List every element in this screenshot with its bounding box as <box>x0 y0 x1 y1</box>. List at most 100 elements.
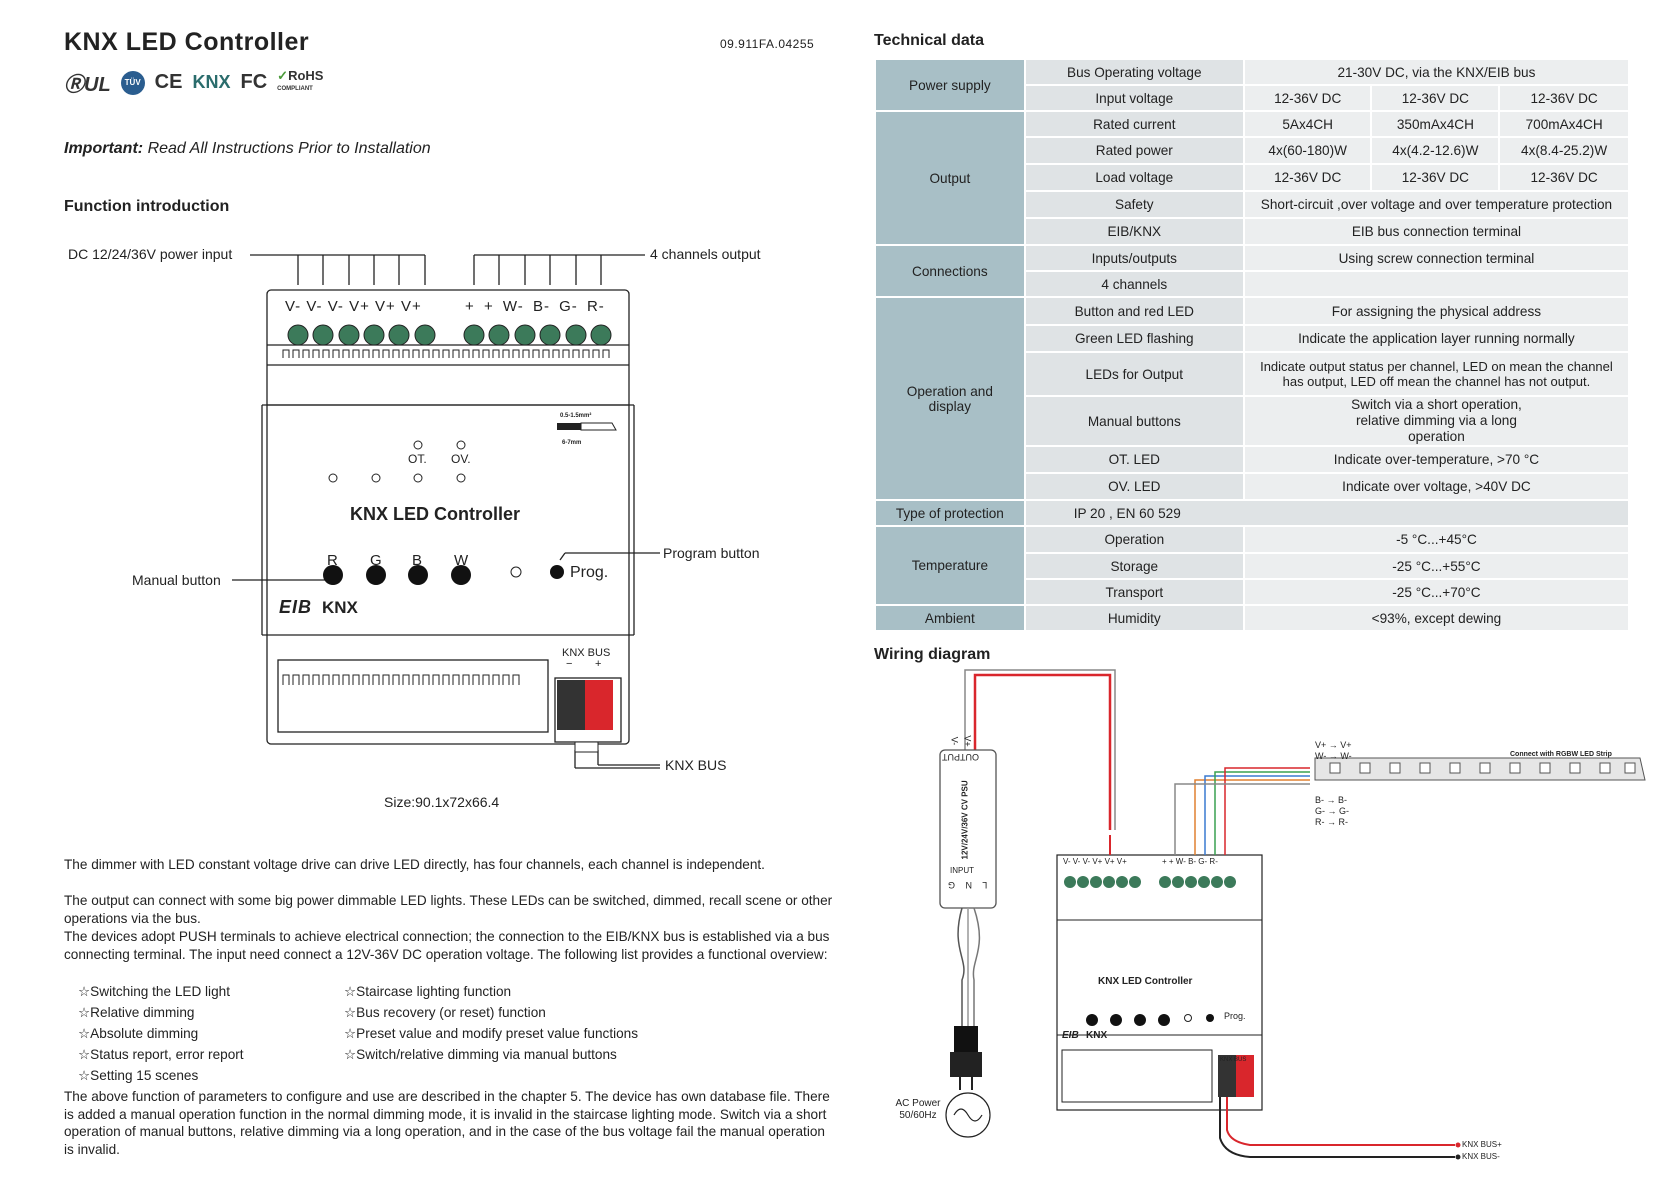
param-cell: Button and red LED <box>1023 296 1245 326</box>
cat-temperature: Temperature <box>874 525 1026 606</box>
device-body <box>266 289 630 745</box>
value-cell: 12-36V DC <box>1370 163 1501 192</box>
prog-label: Prog. <box>570 564 609 581</box>
param-cell: Rated current <box>1023 110 1245 138</box>
tuv-icon: TÜV <box>120 70 145 95</box>
program-button-label: Program button <box>663 545 760 561</box>
psu-name: 12V/24V/36V CV PSU <box>960 780 970 860</box>
wiring-diagram <box>939 669 1646 1160</box>
knx-bus-plus-label: KNX BUS+ <box>1462 1140 1502 1149</box>
mini-terminals-in: V- V- V- V+ V+ V+ <box>1063 857 1127 866</box>
knx-logo-icon: KNX <box>192 72 231 92</box>
intro-paragraph-1: The dimmer with LED constant voltage dri… <box>64 857 765 872</box>
mini-prog-label: Prog. <box>1224 1011 1246 1021</box>
value-cell: For assigning the physical address <box>1242 296 1631 326</box>
psu-vplus-label: V+ <box>962 735 973 747</box>
param-cell: Inputs/outputs <box>1023 244 1245 272</box>
value-cell: Using screw connection terminal <box>1242 244 1631 272</box>
cat-connections: Connections <box>874 244 1026 298</box>
psu-input-label: INPUT <box>950 866 974 875</box>
value-cell: IP 20 , EN 60 529 <box>1023 499 1631 527</box>
button-label-g: G <box>370 552 382 569</box>
value-cell: 4x(8.4-25.2)W <box>1498 136 1630 165</box>
param-cell: Input voltage <box>1023 84 1245 112</box>
psu-lng-label: L N G <box>944 880 988 890</box>
param-cell: Operation <box>1023 525 1245 554</box>
page-title: KNX LED Controller <box>64 28 310 56</box>
closing-paragraph: The above function of parameters to conf… <box>64 1089 830 1157</box>
param-cell: Manual buttons <box>1023 395 1245 447</box>
param-cell: 4 channels <box>1023 270 1245 298</box>
knx-logo: KNX <box>322 598 358 617</box>
value-cell: -25 °C...+55°C <box>1242 552 1631 580</box>
param-cell: EIB/KNX <box>1023 217 1245 246</box>
feature-item: ☆Preset value and modify preset value fu… <box>344 1026 639 1041</box>
device-front-diagram <box>232 254 660 769</box>
value-cell: 5Ax4CH <box>1242 110 1373 138</box>
intro-paragraph-2: The output can connect with some big pow… <box>64 893 833 926</box>
param-cell: Load voltage <box>1023 163 1245 192</box>
value-cell: 4x(4.2-12.6)W <box>1370 136 1501 165</box>
bus-terminal-plus <box>585 680 613 730</box>
value-cell: Indicate over voltage, >40V DC <box>1242 472 1631 501</box>
feature-item: ☆Bus recovery (or reset) function <box>344 1005 546 1020</box>
eib-logo: EIB <box>279 597 313 617</box>
bus-plus-label: + <box>595 658 602 670</box>
value-cell: 21-30V DC, via the KNX/EIB bus <box>1242 58 1631 86</box>
ul-icon: ⓇUL <box>64 74 111 96</box>
feature-item: ☆Absolute dimming <box>78 1026 199 1041</box>
value-cell: -25 °C...+70°C <box>1242 578 1631 606</box>
cat-ambient: Ambient <box>874 604 1026 632</box>
value-cell: EIB bus connection terminal <box>1242 217 1631 246</box>
mini-terminals-out: + + W- B- G- R- <box>1162 857 1218 866</box>
param-cell: Storage <box>1023 552 1245 580</box>
wiring-diagram-heading: Wiring diagram <box>874 646 991 663</box>
mini-device-name: KNX LED Controller <box>1098 976 1193 987</box>
value-cell: -5 °C...+45°C <box>1242 525 1631 554</box>
strip-map-bottom: B- → B-G- → G-R- → R- <box>1315 795 1349 827</box>
strip-spec-label: 6-7mm <box>562 440 582 446</box>
power-input-label: DC 12/24/36V power input <box>68 246 233 262</box>
value-cell: 700mAx4CH <box>1498 110 1630 138</box>
mini-eib-logo: EIB <box>1062 1030 1079 1041</box>
value-cell: 12-36V DC <box>1242 84 1373 112</box>
cat-power-supply: Power supply <box>874 58 1026 112</box>
button-label-b: B <box>412 552 423 569</box>
value-cell: 12-36V DC <box>1498 163 1630 192</box>
fcc-icon: FC <box>240 71 268 93</box>
value-cell: 4x(60-180)W <box>1242 136 1373 165</box>
function-intro-heading: Function introduction <box>64 198 230 215</box>
cat-output: Output <box>874 110 1026 246</box>
value-cell: Indicate over-temperature, >70 °C <box>1242 445 1631 474</box>
size-label: Size:90.1x72x66.4 <box>384 794 500 810</box>
param-cell: Green LED flashing <box>1023 324 1245 353</box>
psu-vminus-label: V- <box>949 736 960 746</box>
manual-button-w <box>451 565 471 585</box>
ot-label: OT. <box>408 452 427 466</box>
value-cell: <93%, except dewing <box>1242 604 1631 632</box>
wire-spec-label: 0.5-1.5mm² <box>560 413 592 419</box>
param-cell: Transport <box>1023 578 1245 606</box>
wire-strip-icon <box>557 423 581 430</box>
technical-data-heading: Technical data <box>874 32 984 49</box>
feature-item: ☆Setting 15 scenes <box>78 1068 199 1083</box>
knx-bus-label: KNX BUS <box>665 757 727 773</box>
feature-item: ☆Switching the LED light <box>78 984 230 999</box>
cat-protection: Type of protection <box>874 499 1026 527</box>
value-cell <box>1242 270 1631 298</box>
bus-label: KNX BUS <box>562 647 611 659</box>
ce-icon: CE <box>154 71 183 93</box>
value-cell: 12-36V DC <box>1242 163 1373 192</box>
value-cell: 350mAx4CH <box>1370 110 1501 138</box>
button-label-r: R <box>327 552 338 569</box>
param-cell: OT. LED <box>1023 445 1245 474</box>
ov-label: OV. <box>451 452 471 466</box>
feature-item: ☆Status report, error report <box>78 1047 244 1062</box>
feature-item: ☆Relative dimming <box>78 1005 195 1020</box>
value-cell: Short-circuit ,over voltage and over tem… <box>1242 190 1631 219</box>
param-cell: Safety <box>1023 190 1245 219</box>
feature-item: ☆Switch/relative dimming via manual butt… <box>344 1047 617 1062</box>
input-terminal-labels: V- V- V- V+ V+ V+ <box>285 298 422 315</box>
param-cell: Rated power <box>1023 136 1245 165</box>
